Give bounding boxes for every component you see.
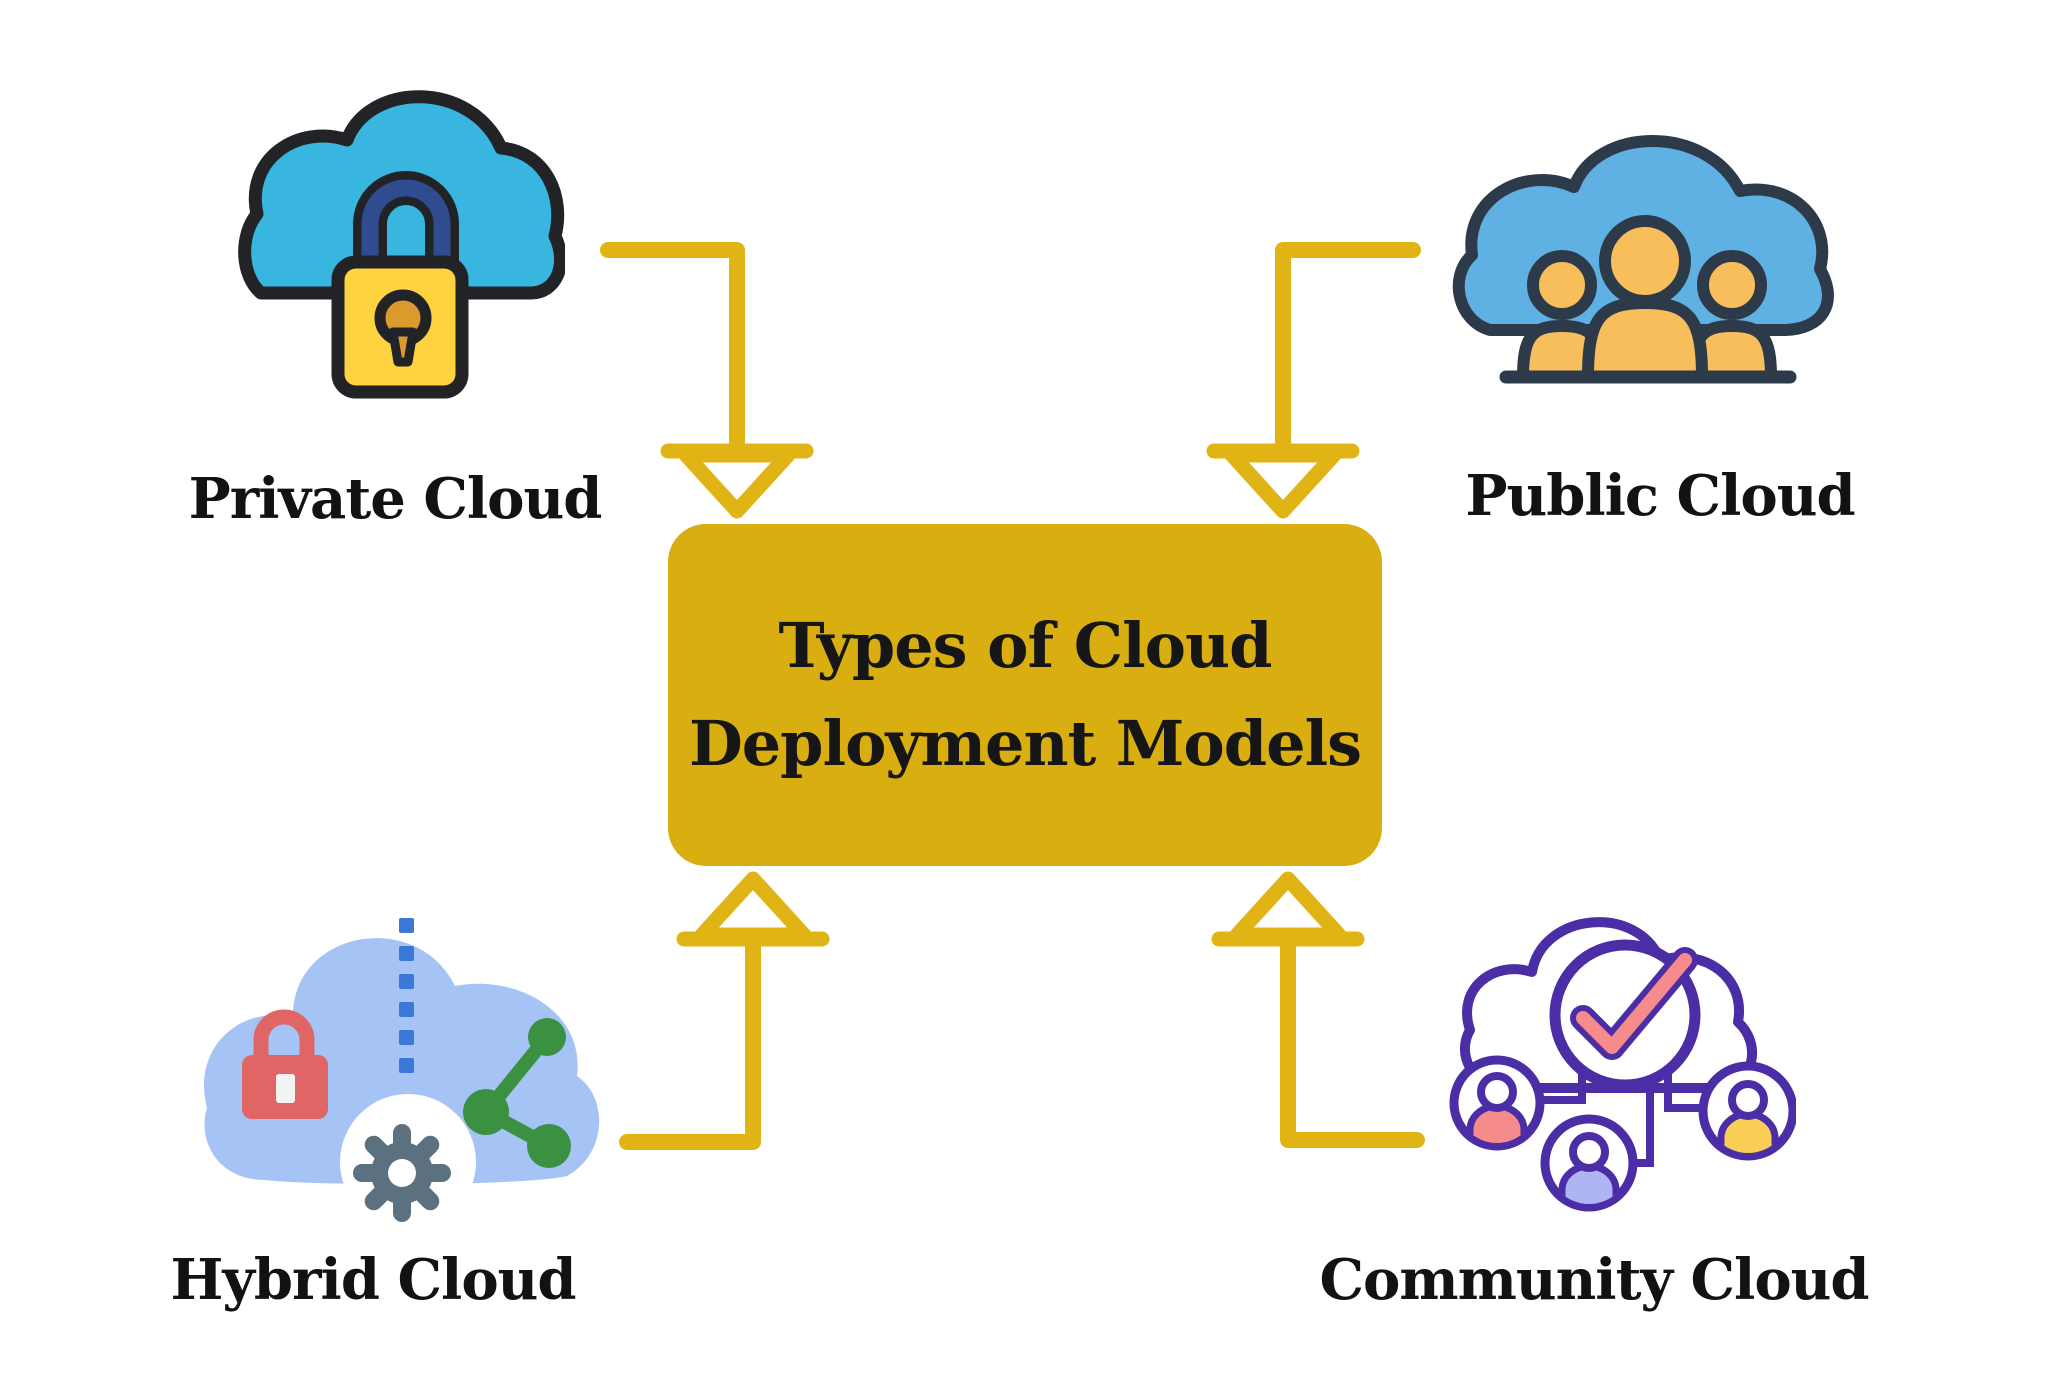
public-cloud-icon (1452, 135, 1834, 384)
arrow-public-to-box (1206, 242, 1421, 519)
lock-icon (242, 1009, 328, 1119)
checkmark-icon (1576, 953, 1692, 1054)
arrowhead-down (678, 447, 796, 519)
node-label-community: Community Cloud (1319, 1247, 1869, 1313)
page-title-line2: Deployment Models (688, 707, 1362, 780)
center-title-box: Types of Cloud Deployment Models (668, 524, 1382, 866)
arrowhead-up (694, 871, 812, 943)
share-icon (463, 1018, 571, 1168)
keyhole-tail (388, 327, 418, 367)
member-icon-bottom (1540, 1114, 1638, 1212)
private-cloud-icon (238, 90, 565, 399)
member-icon-right (1698, 1061, 1796, 1161)
keyhole-icon (276, 1074, 295, 1103)
person-icon-left (1517, 250, 1607, 383)
dashed-divider (399, 918, 414, 1073)
padlock-shackle (361, 179, 451, 266)
person-icon-right (1687, 250, 1777, 383)
gear-icon (353, 1124, 451, 1222)
arrowhead-down (1224, 447, 1342, 519)
node-label-private: Private Cloud (188, 466, 603, 532)
person-icon-center (1582, 215, 1708, 383)
arrow-hybrid-to-box (619, 871, 830, 1150)
page-title-line1: Types of Cloud (778, 609, 1273, 683)
node-label-public: Public Cloud (1465, 463, 1855, 529)
member-icon-left (1449, 1055, 1545, 1151)
arrowhead-up (1229, 871, 1347, 943)
arrow-community-to-box (1211, 871, 1425, 1148)
node-label-hybrid: Hybrid Cloud (170, 1247, 576, 1313)
hybrid-cloud-icon (204, 918, 600, 1230)
community-cloud-icon (1449, 917, 1796, 1212)
